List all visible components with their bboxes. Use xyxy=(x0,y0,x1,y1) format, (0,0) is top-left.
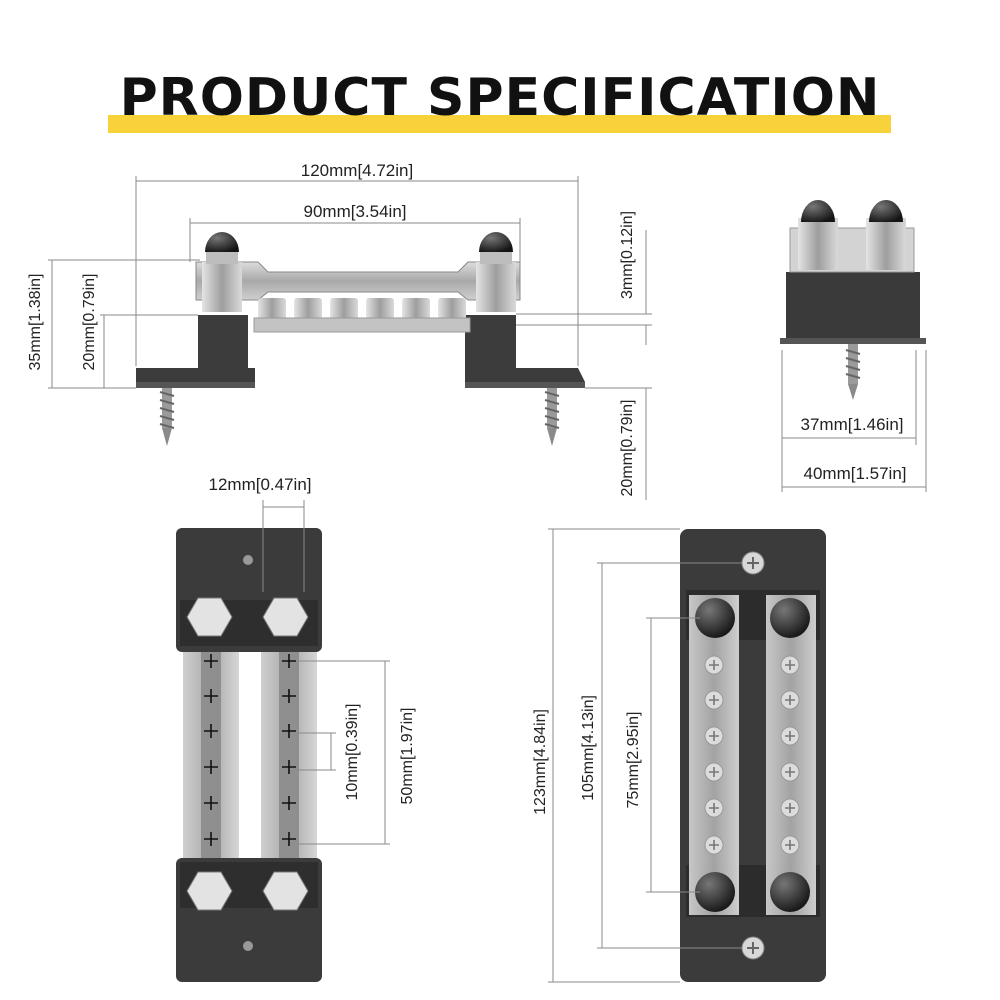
top-view: 123mm[4.84in] 105mm[4.13in] 75mm[2.95in] xyxy=(532,528,826,983)
screw-holes xyxy=(204,654,296,846)
left-stud xyxy=(202,232,242,312)
top-dimension-lines xyxy=(548,528,742,983)
screw-length-label: 20mm[0.79in] xyxy=(619,400,636,497)
right-foot xyxy=(465,315,585,388)
screw-pitch-label: 10mm[0.39in] xyxy=(344,704,361,801)
outer-width-label: 40mm[1.57in] xyxy=(804,464,907,483)
left-wood-screw xyxy=(159,388,175,446)
stud-cap xyxy=(770,598,810,638)
side-view: 37mm[1.46in] 40mm[1.57in] xyxy=(780,200,927,492)
page-title: PRODUCT SPECIFICATION xyxy=(119,68,881,128)
side-left-stud xyxy=(798,200,838,270)
right-wood-screw xyxy=(544,388,560,446)
right-stud xyxy=(476,232,516,312)
side-right-stud xyxy=(866,200,906,270)
body-height-label: 20mm[0.79in] xyxy=(81,274,98,371)
terminal-screws xyxy=(253,298,471,333)
left-foot xyxy=(136,315,255,388)
bar-thickness-label: 3mm[0.12in] xyxy=(619,211,636,299)
side-wood-screw xyxy=(845,344,861,400)
side-dimension-lines xyxy=(781,350,927,492)
bottom-dimension-lines xyxy=(262,500,390,845)
screw-span-label: 50mm[1.97in] xyxy=(399,708,416,805)
inner-width-label: 37mm[1.46in] xyxy=(801,415,904,434)
hex-nut xyxy=(186,597,233,637)
stud-cap xyxy=(695,872,735,912)
top-right-bus-bar xyxy=(766,595,816,915)
overall-height-label: 35mm[1.38in] xyxy=(27,274,44,371)
stud-spacing-label: 90mm[3.54in] xyxy=(304,202,407,221)
side-body xyxy=(780,272,926,344)
stud-offset-label: 12mm[0.47in] xyxy=(209,475,312,494)
stud-cap xyxy=(770,872,810,912)
overall-length-label: 123mm[4.84in] xyxy=(532,709,549,815)
hex-nut xyxy=(262,597,309,637)
overall-width-label: 120mm[4.72in] xyxy=(301,161,413,180)
title-highlight-band xyxy=(108,115,891,133)
front-dimension-lines xyxy=(48,176,652,500)
bottom-view: 12mm[0.47in] 10mm[0.39in] 50mm[1.97in] xyxy=(176,475,416,982)
front-view: 120mm[4.72in] 90mm[3.54in] 35mm[1.38in] … xyxy=(27,161,652,500)
mount-hole-spacing-label: 105mm[4.13in] xyxy=(580,695,597,801)
hex-nut xyxy=(262,871,309,911)
hex-nut xyxy=(186,871,233,911)
bus-bar xyxy=(195,261,521,301)
top-left-bus-bar xyxy=(689,595,739,915)
stud-cap xyxy=(695,598,735,638)
top-stud-spacing-label: 75mm[2.95in] xyxy=(625,712,642,809)
